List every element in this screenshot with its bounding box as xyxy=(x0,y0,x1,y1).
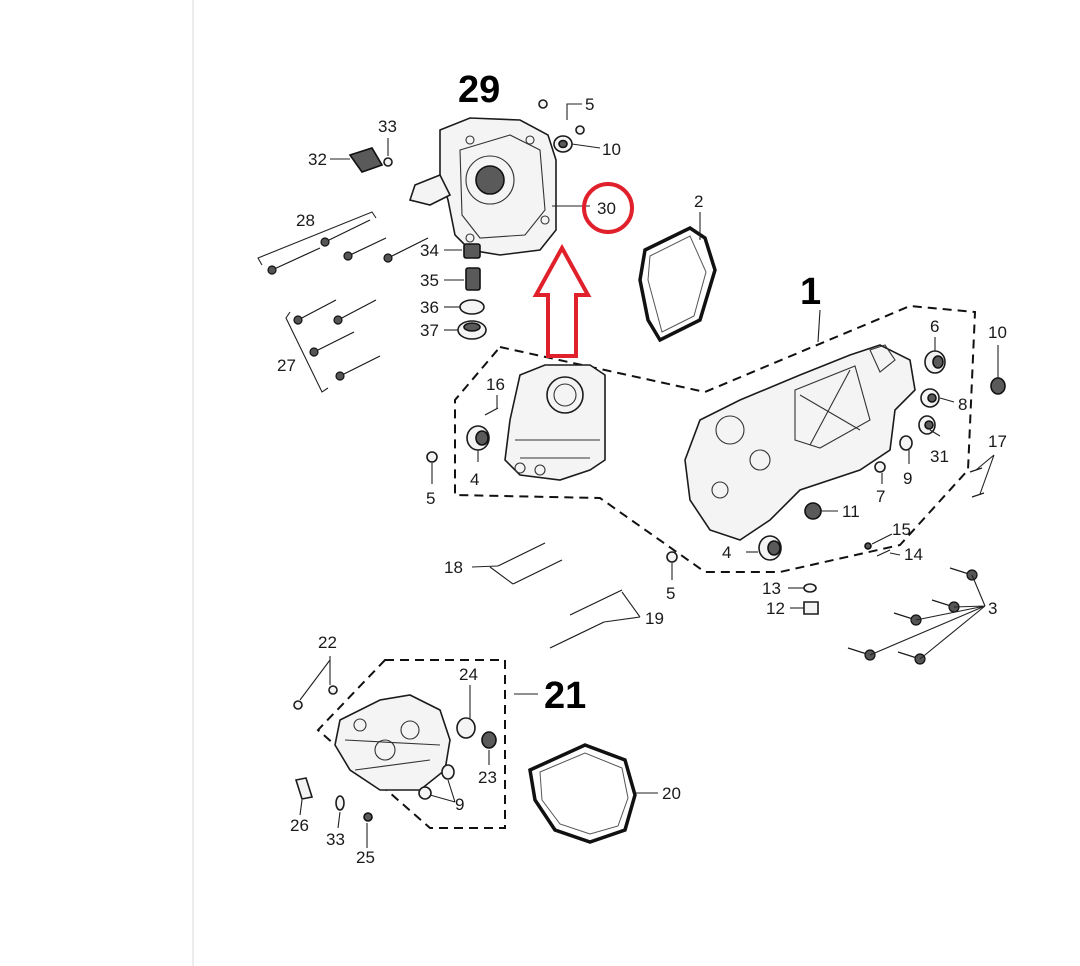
part-12-screw xyxy=(803,601,819,615)
callout-34: 34 xyxy=(420,241,439,260)
part-27-bolts xyxy=(293,299,381,381)
callout-13: 13 xyxy=(762,579,781,598)
callout-36: 36 xyxy=(420,298,439,317)
part-17-bolts xyxy=(969,467,985,498)
callout-31: 31 xyxy=(930,447,949,466)
part-19-pins xyxy=(549,589,623,649)
part-2-gasket xyxy=(638,225,717,343)
part-5-dowel-left xyxy=(426,451,438,463)
part-32-plug xyxy=(348,147,384,173)
callout-7: 7 xyxy=(876,487,885,506)
part-9-seal xyxy=(899,435,913,451)
callout-5-left: 5 xyxy=(426,489,435,508)
part-23-seal xyxy=(481,731,497,749)
highlight-circle-part-30 xyxy=(582,182,634,234)
part-16-bolt xyxy=(484,407,499,416)
part-1-crankcase xyxy=(684,344,916,541)
part-10-seal-right xyxy=(990,377,1006,395)
part-7-plug xyxy=(874,461,886,473)
callout-16: 16 xyxy=(486,375,505,394)
part-engine-block xyxy=(504,364,606,481)
callout-18: 18 xyxy=(444,558,463,577)
callout-37: 37 xyxy=(420,321,439,340)
part-3-bolts xyxy=(847,567,978,665)
part-8-bearing xyxy=(920,388,940,408)
part-15-pin xyxy=(864,542,872,550)
callout-12: 12 xyxy=(766,599,785,618)
part-4-bearing-a xyxy=(466,425,490,451)
part-21-cover xyxy=(334,694,451,791)
callout-28: 28 xyxy=(296,211,315,230)
callout-32: 32 xyxy=(308,150,327,169)
callout-3: 3 xyxy=(988,599,997,618)
part-5-dowel-top-b xyxy=(575,125,585,135)
callout-20: 20 xyxy=(662,784,681,803)
callout-25: 25 xyxy=(356,848,375,867)
part-20-gasket xyxy=(528,743,637,844)
callout-4: 4 xyxy=(470,470,479,489)
callout-11: 11 xyxy=(842,502,860,521)
callout-5-lower: 5 xyxy=(666,584,675,603)
group-label-1: 1 xyxy=(800,271,821,313)
callout-26: 26 xyxy=(290,816,309,835)
part-5-dowel-bottom xyxy=(666,551,678,563)
part-36-ring xyxy=(459,299,485,315)
part-33-pin xyxy=(383,157,393,167)
part-28-bolts xyxy=(267,219,429,275)
part-35-spring xyxy=(465,267,481,291)
callout-35: 35 xyxy=(420,271,439,290)
part-9-seal-c xyxy=(418,786,432,800)
part-24-bearing xyxy=(456,717,476,739)
part-6-bearing xyxy=(924,350,946,374)
callout-2: 2 xyxy=(694,192,703,211)
group-label-21: 21 xyxy=(544,675,586,717)
leader-lines xyxy=(299,103,999,848)
callout-33-lower: 33 xyxy=(326,830,345,849)
callout-10: 10 xyxy=(602,140,621,159)
callout-30: 30 xyxy=(597,199,616,218)
group-label-29: 29 xyxy=(458,69,500,111)
part-26-bolt xyxy=(294,777,314,800)
part-9-seal-b xyxy=(441,764,455,780)
part-14-bolt xyxy=(876,549,891,557)
part-31-bearing xyxy=(918,415,936,435)
callout-24: 24 xyxy=(459,665,478,684)
callout-10-right: 10 xyxy=(988,323,1007,342)
callout-15: 15 xyxy=(892,520,911,539)
callout-9-lower: 9 xyxy=(455,795,464,814)
part-29-cover xyxy=(408,117,557,256)
callout-9: 9 xyxy=(903,469,912,488)
part-25-plug xyxy=(363,812,373,822)
group-1-boundary xyxy=(454,304,977,573)
callout-8: 8 xyxy=(958,395,967,414)
callout-19: 19 xyxy=(645,609,664,628)
part-18-pins xyxy=(497,542,563,585)
highlight-arrow-up xyxy=(532,243,592,358)
part-34-cap xyxy=(463,243,481,259)
callout-27: 27 xyxy=(277,356,296,375)
part-33-ring-b xyxy=(335,795,345,811)
part-5-dowel-top xyxy=(538,99,548,109)
callout-14: 14 xyxy=(904,545,923,564)
group-21-boundary xyxy=(316,659,506,829)
callout-33: 33 xyxy=(378,117,397,136)
callout-4-lower: 4 xyxy=(722,543,731,562)
part-4-bearing-b xyxy=(758,535,782,561)
callout-17: 17 xyxy=(988,432,1007,451)
part-22-dowel-a xyxy=(293,700,303,710)
part-13-washer xyxy=(803,583,817,593)
part-22-dowel-b xyxy=(328,685,338,695)
callout-22: 22 xyxy=(318,633,337,652)
callout-23: 23 xyxy=(478,768,497,787)
callout-5: 5 xyxy=(585,95,594,114)
part-11-seal xyxy=(804,502,822,520)
callout-6: 6 xyxy=(930,317,939,336)
